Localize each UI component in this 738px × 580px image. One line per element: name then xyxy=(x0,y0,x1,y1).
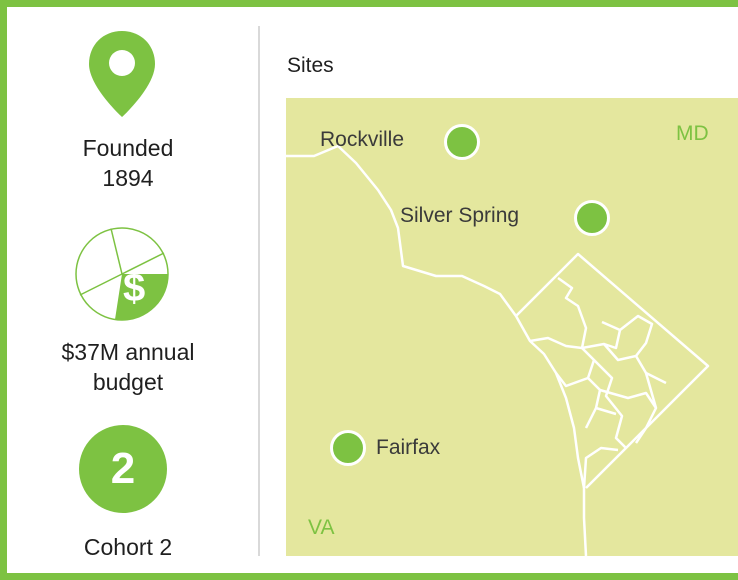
site-marker-silver-spring[interactable] xyxy=(574,200,610,236)
stats-column: Founded 1894 $ $37M annual budget 2 Coho… xyxy=(7,7,249,573)
founded-label: Founded 1894 xyxy=(7,133,249,193)
sites-map: MD VA Rockville Silver Spring Fairfax xyxy=(286,98,738,556)
map-borders xyxy=(286,144,710,556)
site-label-silver-spring: Silver Spring xyxy=(400,204,520,227)
budget-line2: budget xyxy=(92,369,164,395)
location-pin-icon xyxy=(89,31,155,117)
pie-chart-dollar-icon: $ xyxy=(75,227,169,321)
budget-line1: $37M annual xyxy=(61,339,195,365)
site-label-rockville: Rockville xyxy=(320,128,405,151)
founded-line1: Founded xyxy=(82,135,174,161)
site-marker-rockville[interactable] xyxy=(444,124,480,160)
state-label-va: VA xyxy=(308,516,335,539)
number-badge-icon: 2 xyxy=(79,425,167,513)
budget-label: $37M annual budget xyxy=(7,337,249,397)
cohort-label: Cohort 2 xyxy=(83,534,173,560)
state-label-md: MD xyxy=(676,122,709,145)
cohort-number: 2 xyxy=(110,444,136,493)
site-label-fairfax: Fairfax xyxy=(376,436,441,459)
founded-year: 1894 xyxy=(102,165,154,191)
sites-title: Sites xyxy=(287,54,334,77)
site-marker-fairfax[interactable] xyxy=(330,430,366,466)
column-divider xyxy=(258,26,260,556)
dollar-symbol: $ xyxy=(123,266,146,310)
